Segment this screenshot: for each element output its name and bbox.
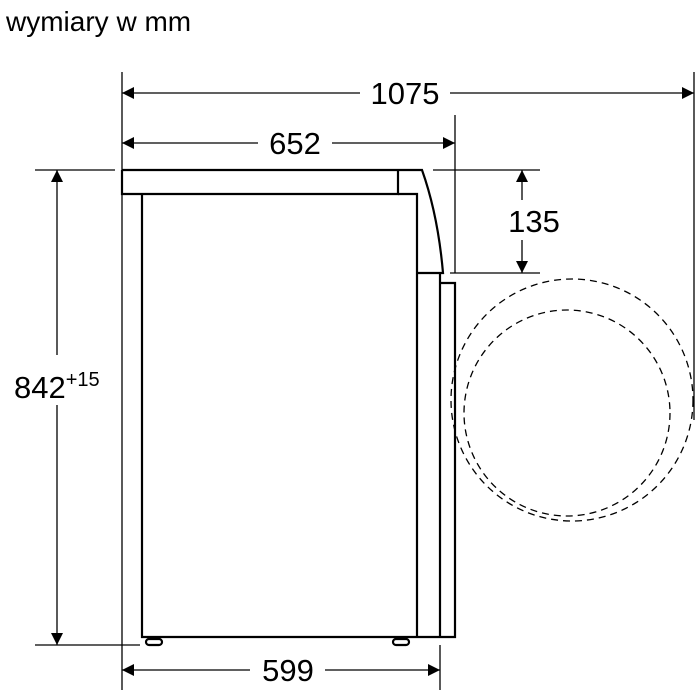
door-swing-inner: [463, 309, 671, 517]
extension-lines: [35, 72, 695, 690]
dimension-label-652: 652: [269, 126, 321, 161]
dimension-label-1075: 1075: [371, 76, 440, 111]
foot-left: [144, 637, 164, 647]
dimension-label-135: 135: [508, 204, 560, 239]
washing-machine-side-view: [120, 168, 694, 647]
door-swing-outer: [450, 278, 694, 522]
dimension-width: 599: [122, 653, 440, 688]
foot-right: [391, 637, 411, 647]
dimension-height: 842+15: [14, 170, 100, 645]
dimension-panel-height: 135: [508, 170, 560, 273]
dimension-label-599: 599: [262, 653, 314, 688]
diagram-title: wymiary w mm: [6, 6, 192, 37]
dimension-depth-top: 652: [122, 126, 455, 161]
dimension-total-depth: 1075: [122, 76, 694, 111]
dimension-label-842: 842+15: [14, 369, 100, 405]
